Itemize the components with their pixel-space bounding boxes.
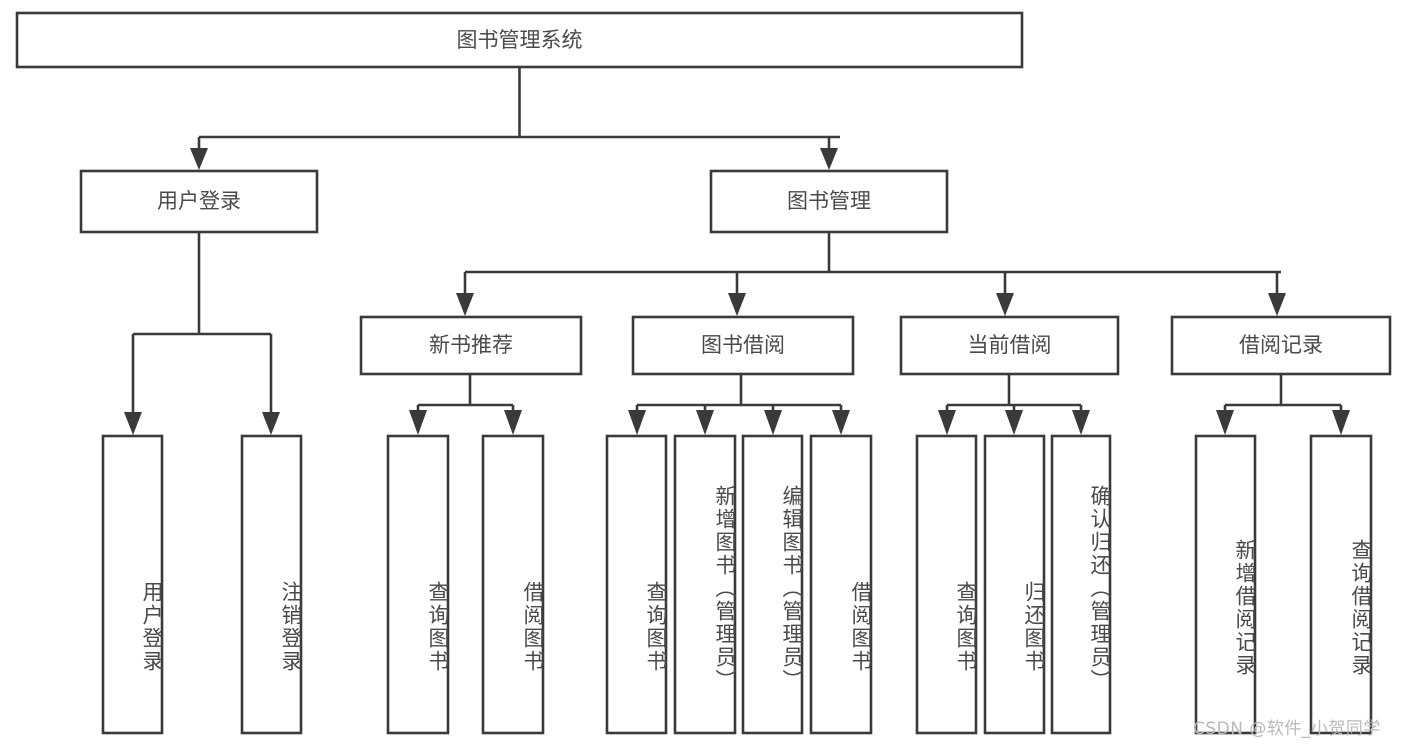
node-box-leaf-return-book[interactable]: [983, 434, 1046, 735]
arrow-head-user-login: [190, 148, 208, 170]
node-box-leaf-add-borrow-record[interactable]: [1194, 434, 1257, 735]
node-layer: 图书管理系统 用户登录 图书管理 新书推荐 图书借阅 当前借阅 借阅记录: [15, 11, 1392, 735]
watermark-text: CSDN @软件_小贺同学: [1193, 719, 1381, 739]
arrow-head-leaf-add-book-admin: [696, 410, 714, 435]
arrow-head-leaf-borrow-book-rec: [504, 410, 522, 435]
node-box-current-borrow[interactable]: [899, 315, 1120, 376]
node-label-user-login: 用户登录: [157, 189, 241, 213]
node-box-leaf-query-borrow-record[interactable]: [1309, 434, 1373, 735]
node-box-book-manage[interactable]: [709, 169, 949, 234]
arrow-head-new-book-rec: [456, 293, 474, 316]
node-label-new-book-rec: 新书推荐: [429, 333, 513, 357]
node-box-user-login[interactable]: [79, 169, 319, 234]
node-label-root: 图书管理系统: [457, 28, 583, 52]
node-box-leaf-user-login[interactable]: [101, 434, 164, 735]
node-label-current-borrow: 当前借阅: [968, 333, 1052, 357]
node-box-root[interactable]: [15, 11, 1024, 69]
node-box-borrow-record[interactable]: [1170, 315, 1392, 376]
arrow-head-leaf-query-book-cb: [938, 410, 956, 435]
node-box-leaf-borrow-book-rec[interactable]: [481, 434, 545, 735]
node-box-leaf-query-book-rec[interactable]: [386, 434, 450, 735]
arrow-head-leaf-return-book: [1005, 410, 1023, 435]
arrow-head-leaf-query-book-rec: [409, 410, 427, 435]
node-box-book-borrow[interactable]: [631, 315, 855, 376]
arrow-head-leaf-logout-login: [262, 412, 280, 435]
arrow-head-leaf-user-login: [124, 412, 142, 435]
arrow-head-book-manage: [820, 148, 838, 170]
node-box-leaf-query-book-cb[interactable]: [915, 434, 978, 735]
arrow-head-borrow-record: [1268, 293, 1286, 316]
node-box-leaf-confirm-return-admin[interactable]: [1050, 434, 1112, 735]
node-box-leaf-add-book-admin[interactable]: [673, 434, 737, 735]
node-label-borrow-record: 借阅记录: [1239, 333, 1323, 357]
arrow-head-leaf-add-borrow-record: [1216, 410, 1234, 435]
node-label-book-manage: 图书管理: [787, 189, 871, 213]
arrow-head-leaf-borrow-book-br: [832, 410, 850, 435]
node-box-new-book-rec[interactable]: [359, 315, 583, 376]
connector-layer: [124, 67, 1350, 435]
node-box-leaf-borrow-book-br[interactable]: [809, 434, 873, 735]
arrow-head-leaf-query-book-br: [628, 410, 646, 435]
node-box-leaf-edit-book-admin[interactable]: [741, 434, 804, 735]
arrow-head-current-borrow: [996, 293, 1014, 316]
arrow-head-leaf-query-borrow-record: [1332, 410, 1350, 435]
arrow-head-leaf-edit-book-admin: [764, 410, 782, 435]
arrow-head-book-borrow: [728, 293, 746, 316]
node-label-book-borrow: 图书借阅: [701, 333, 785, 357]
arrow-head-leaf-confirm-return-admin: [1072, 410, 1090, 435]
node-box-leaf-logout-login[interactable]: [240, 434, 303, 735]
node-box-leaf-query-book-br[interactable]: [605, 434, 668, 735]
